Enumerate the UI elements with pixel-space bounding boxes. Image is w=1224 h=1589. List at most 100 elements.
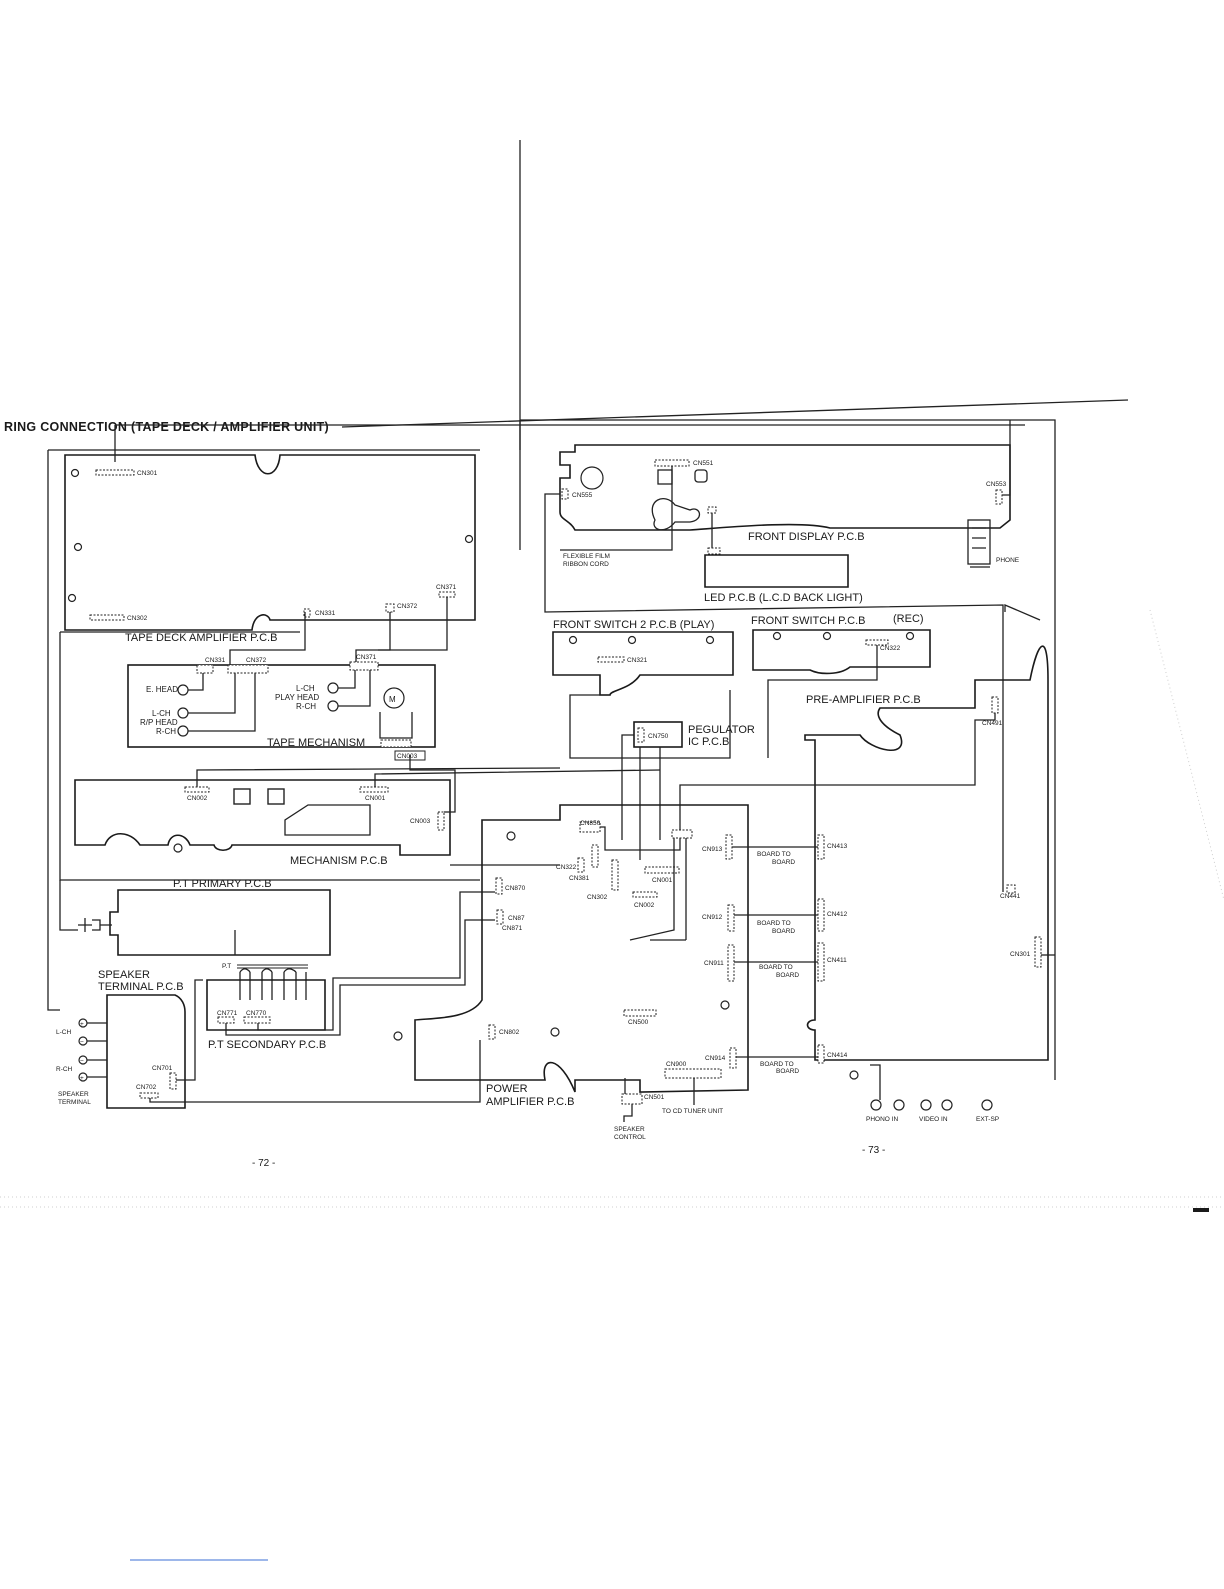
connector-label: CN372 (397, 603, 418, 610)
connector-label: CN914 (705, 1055, 726, 1062)
connector-cn002-pa (632, 891, 658, 898)
connector-label: CN912 (702, 914, 723, 921)
connector-label: CN411 (827, 957, 847, 964)
connector-cn501 (621, 1093, 643, 1105)
connector-label: CN302 (587, 894, 608, 901)
mount-hole (849, 1070, 859, 1080)
board-to-board-label: BOARD (772, 859, 795, 866)
connector-label: CN371 (356, 654, 377, 661)
connector-label: CN491 (982, 720, 1003, 727)
mount-hole (73, 542, 83, 552)
speaker-control-label-1: SPEAKER (614, 1126, 645, 1133)
connector-cn750 (637, 727, 645, 743)
r-ch-label: R-CH (156, 727, 176, 736)
speaker-l-ch-label: L-CH (56, 1029, 71, 1036)
board-label-mechanism: MECHANISM P.C.B (290, 855, 388, 867)
connector-cn003 (437, 811, 445, 831)
connector-label: CN770 (246, 1010, 267, 1017)
video-in-jack-icon (941, 1099, 953, 1111)
page-number-left: - 72 - (252, 1158, 275, 1169)
connector-label: CN555 (572, 492, 593, 499)
power-amp-board (414, 804, 749, 1093)
connector-cn001-pa (644, 866, 680, 874)
connector-cn913 (725, 834, 733, 860)
video-in-jack-icon (920, 1099, 932, 1111)
connector-cn372 (227, 664, 269, 674)
board-label-pt-primary: P.T PRIMARY P.C.B (173, 878, 272, 890)
connector-cn331-top (303, 608, 311, 618)
connector-label: CN850 (580, 820, 601, 827)
speaker-terminal-label-a: SPEAKER (58, 1091, 89, 1098)
connector-cn372-top (385, 603, 395, 613)
mount-hole (67, 593, 77, 603)
connector-cn413 (817, 834, 825, 860)
mechanism-square (233, 788, 251, 805)
connector-cn321 (597, 656, 625, 663)
scan-mark (1193, 1208, 1209, 1212)
connector-cn911 (727, 944, 735, 982)
connector-label: CN001 (652, 877, 673, 884)
head-coil-icon (177, 725, 189, 737)
connector-label: CN001 (365, 795, 386, 802)
connector-cn371-top (438, 591, 456, 598)
connector-cn770 (243, 1016, 271, 1024)
connector-cn002 (184, 786, 210, 793)
board-to-board-label: BOARD (772, 928, 795, 935)
mount-hole (550, 1027, 560, 1037)
front-switch-board (752, 629, 931, 675)
connector-label: CN911 (704, 960, 724, 967)
mechanism-board (74, 779, 451, 856)
to-cd-tuner-label: TO CD TUNER UNIT (662, 1108, 723, 1115)
ext-sp-label: EXT-SP (976, 1116, 999, 1123)
connector-label: CN900 (666, 1061, 687, 1068)
display-window (657, 469, 673, 485)
mount-hole (393, 1031, 403, 1041)
board-label-pre-amp: PRE-AMPLIFIER P.C.B (806, 694, 921, 706)
switch-hole (772, 631, 782, 641)
connector-cn87 (496, 909, 504, 925)
connector-label: CN002 (634, 902, 655, 909)
ext-sp-jack-icon (981, 1099, 993, 1111)
phone-label: PHONE (996, 557, 1020, 564)
connector-label: CN371 (436, 584, 457, 591)
connector-cn441 (1006, 884, 1016, 894)
plus-sign: + (80, 1075, 84, 1082)
mechanism-square (267, 788, 285, 805)
connector-label: CN802 (499, 1029, 520, 1036)
connector-cn551 (654, 459, 690, 467)
transformer-windings (239, 972, 307, 1000)
connector-label: CN870 (505, 885, 526, 892)
mount-hole (720, 1000, 730, 1010)
board-label-front-switch: FRONT SWITCH P.C.B (751, 615, 866, 627)
switch-hole (905, 631, 915, 641)
pt-label: P.T (222, 963, 231, 970)
speaker-terminal-label-b: TERMINAL (58, 1099, 91, 1106)
connector-label: CN412 (827, 911, 848, 918)
connector-label: CN302 (127, 615, 148, 622)
flex-cord-label-1: FLEXIBLE FILM (563, 553, 610, 560)
board-label-pt-secondary: P.T SECONDARY P.C.B (208, 1039, 326, 1051)
board-label-tape-mechanism: TAPE MECHANISM (267, 737, 365, 749)
connector-cn702 (139, 1092, 159, 1099)
board-label-front-switch-rec: (REC) (893, 613, 924, 625)
l-ch-label: L-CH (152, 709, 171, 718)
connector-cn381-pins (591, 844, 599, 868)
display-window (694, 469, 708, 483)
connector-cn900 (664, 1068, 722, 1079)
connector-label: CN331 (205, 657, 226, 664)
connector-cn371 (349, 661, 379, 671)
rp-head-label: R/P HEAD (140, 718, 178, 727)
phono-in-label: PHONO IN (866, 1116, 898, 1123)
play-head-coil-icon (327, 700, 339, 712)
connector-led-top (707, 506, 717, 514)
connector-label: CN003 (410, 818, 431, 825)
connector-label: CN871 (502, 925, 523, 932)
mount-hole (70, 468, 80, 478)
display-cutout (651, 498, 701, 531)
switch-hole (822, 631, 832, 641)
connector-label: CN331 (315, 610, 336, 617)
connector-cn411 (817, 942, 825, 982)
pt-primary-board (109, 889, 331, 956)
